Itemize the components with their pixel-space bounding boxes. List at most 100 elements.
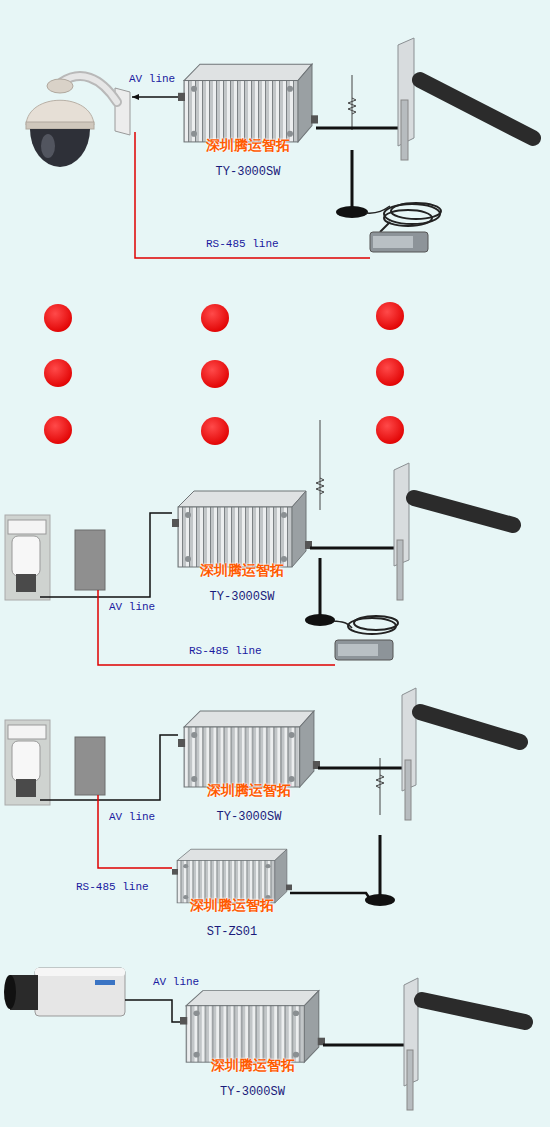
receiver-box (384, 210, 432, 226)
bullet-camera (5, 515, 50, 600)
antenna-cable (316, 95, 404, 128)
magnetic-antenna (365, 835, 395, 906)
model-name: ST-ZS01 (172, 925, 292, 939)
panel-antenna (407, 1050, 413, 1110)
panel-antenna (398, 38, 533, 160)
transmitter-device (178, 64, 318, 142)
magnetic-antenna (354, 616, 398, 630)
transmitter-device (172, 491, 312, 567)
model-name: TY-3000SW (180, 1085, 325, 1099)
av-wire (125, 1000, 182, 1022)
dome-camera (26, 122, 94, 129)
magnetic-antenna (305, 614, 335, 626)
model-name: TY-3000SW (172, 590, 312, 604)
signal-label: AV line (128, 73, 176, 86)
power-box (75, 530, 105, 590)
receiver-box (335, 640, 393, 660)
av-wire (40, 735, 178, 800)
bullet-camera (12, 741, 40, 781)
box-camera (35, 968, 125, 976)
whip-antenna (316, 420, 324, 510)
brand-watermark: 深圳腾运智拓 (180, 1057, 325, 1073)
panel-antenna (401, 100, 408, 160)
av-wire (132, 94, 178, 100)
bullet-camera (12, 536, 40, 576)
bullet-camera (8, 725, 46, 739)
dome-camera (26, 76, 130, 167)
bullet-camera (5, 720, 50, 805)
separator-dots (376, 358, 404, 386)
panel-antenna (422, 1000, 525, 1022)
rs485-wire (135, 132, 370, 258)
model-name: TY-3000SW (178, 165, 318, 179)
bullet-camera (5, 515, 50, 600)
transmitter-device (178, 711, 320, 787)
bullet-camera (5, 720, 50, 805)
brand-watermark: 深圳腾运智拓 (172, 897, 292, 913)
receiver-box (370, 203, 441, 252)
signal-label: RS-485 line (205, 238, 280, 251)
separator-dots (201, 360, 229, 388)
whip-antenna (320, 420, 321, 510)
receiver-box (370, 232, 428, 252)
brand-watermark: 深圳腾运智拓 (172, 562, 312, 578)
panel-antenna (405, 760, 411, 820)
receiver-box (338, 644, 378, 656)
separator-dots (44, 416, 72, 444)
signal-label: RS-485 line (75, 881, 150, 894)
whip-antenna (348, 75, 356, 130)
magnetic-antenna (319, 558, 322, 615)
box-camera (35, 968, 125, 1016)
magnetic-antenna (365, 894, 395, 906)
magnetic-antenna (336, 206, 368, 218)
whip-antenna (316, 478, 324, 494)
magnetic-antenna (351, 150, 354, 207)
dome-camera (26, 100, 94, 125)
whip-antenna (376, 775, 384, 788)
separator-dots (376, 302, 404, 330)
panel-antenna (404, 978, 525, 1110)
bullet-camera (16, 779, 36, 797)
av-wire (40, 513, 172, 597)
brand-watermark: 深圳腾运智拓 (178, 782, 320, 798)
magnetic-antenna (305, 558, 398, 634)
separator-dots (201, 304, 229, 332)
rs485-wire (98, 795, 172, 868)
box-camera (4, 968, 125, 1016)
panel-antenna (420, 80, 533, 138)
magnetic-antenna (336, 150, 390, 218)
whip-antenna (348, 98, 356, 114)
panel-antenna (397, 540, 403, 600)
panel-antenna (402, 688, 520, 820)
whip-antenna (352, 75, 353, 130)
receiver-box (373, 236, 413, 248)
antenna-cable (318, 740, 408, 768)
magnetic-antenna (334, 621, 352, 628)
separator-dots (44, 304, 72, 332)
bullet-camera (8, 520, 46, 534)
power-box (75, 737, 105, 795)
box-camera (4, 975, 16, 1009)
dome-camera (47, 79, 73, 93)
box-camera (95, 980, 115, 985)
magnetic-antenna (379, 835, 382, 895)
separator-dots (376, 416, 404, 444)
panel-antenna (394, 463, 513, 600)
model-name: TY-3000SW (178, 810, 320, 824)
device-box: 深圳腾运智拓 TY-3000SW (180, 985, 325, 1099)
antenna-cable (310, 520, 398, 548)
separator-dots (201, 417, 229, 445)
dome-camera (30, 129, 90, 167)
rs485-wire (98, 590, 335, 665)
antenna-cable (290, 893, 370, 899)
signal-label: AV line (152, 976, 200, 989)
brand-watermark: 深圳腾运智拓 (178, 137, 318, 153)
receiver-box (335, 640, 393, 660)
signal-label: AV line (108, 601, 156, 614)
device-box: 深圳腾运智拓 TY-3000SW (178, 58, 318, 179)
signal-label: AV line (108, 811, 156, 824)
signal-label: RS-485 line (188, 645, 263, 658)
panel-antenna (414, 498, 513, 525)
transmitter-device (180, 991, 325, 1063)
